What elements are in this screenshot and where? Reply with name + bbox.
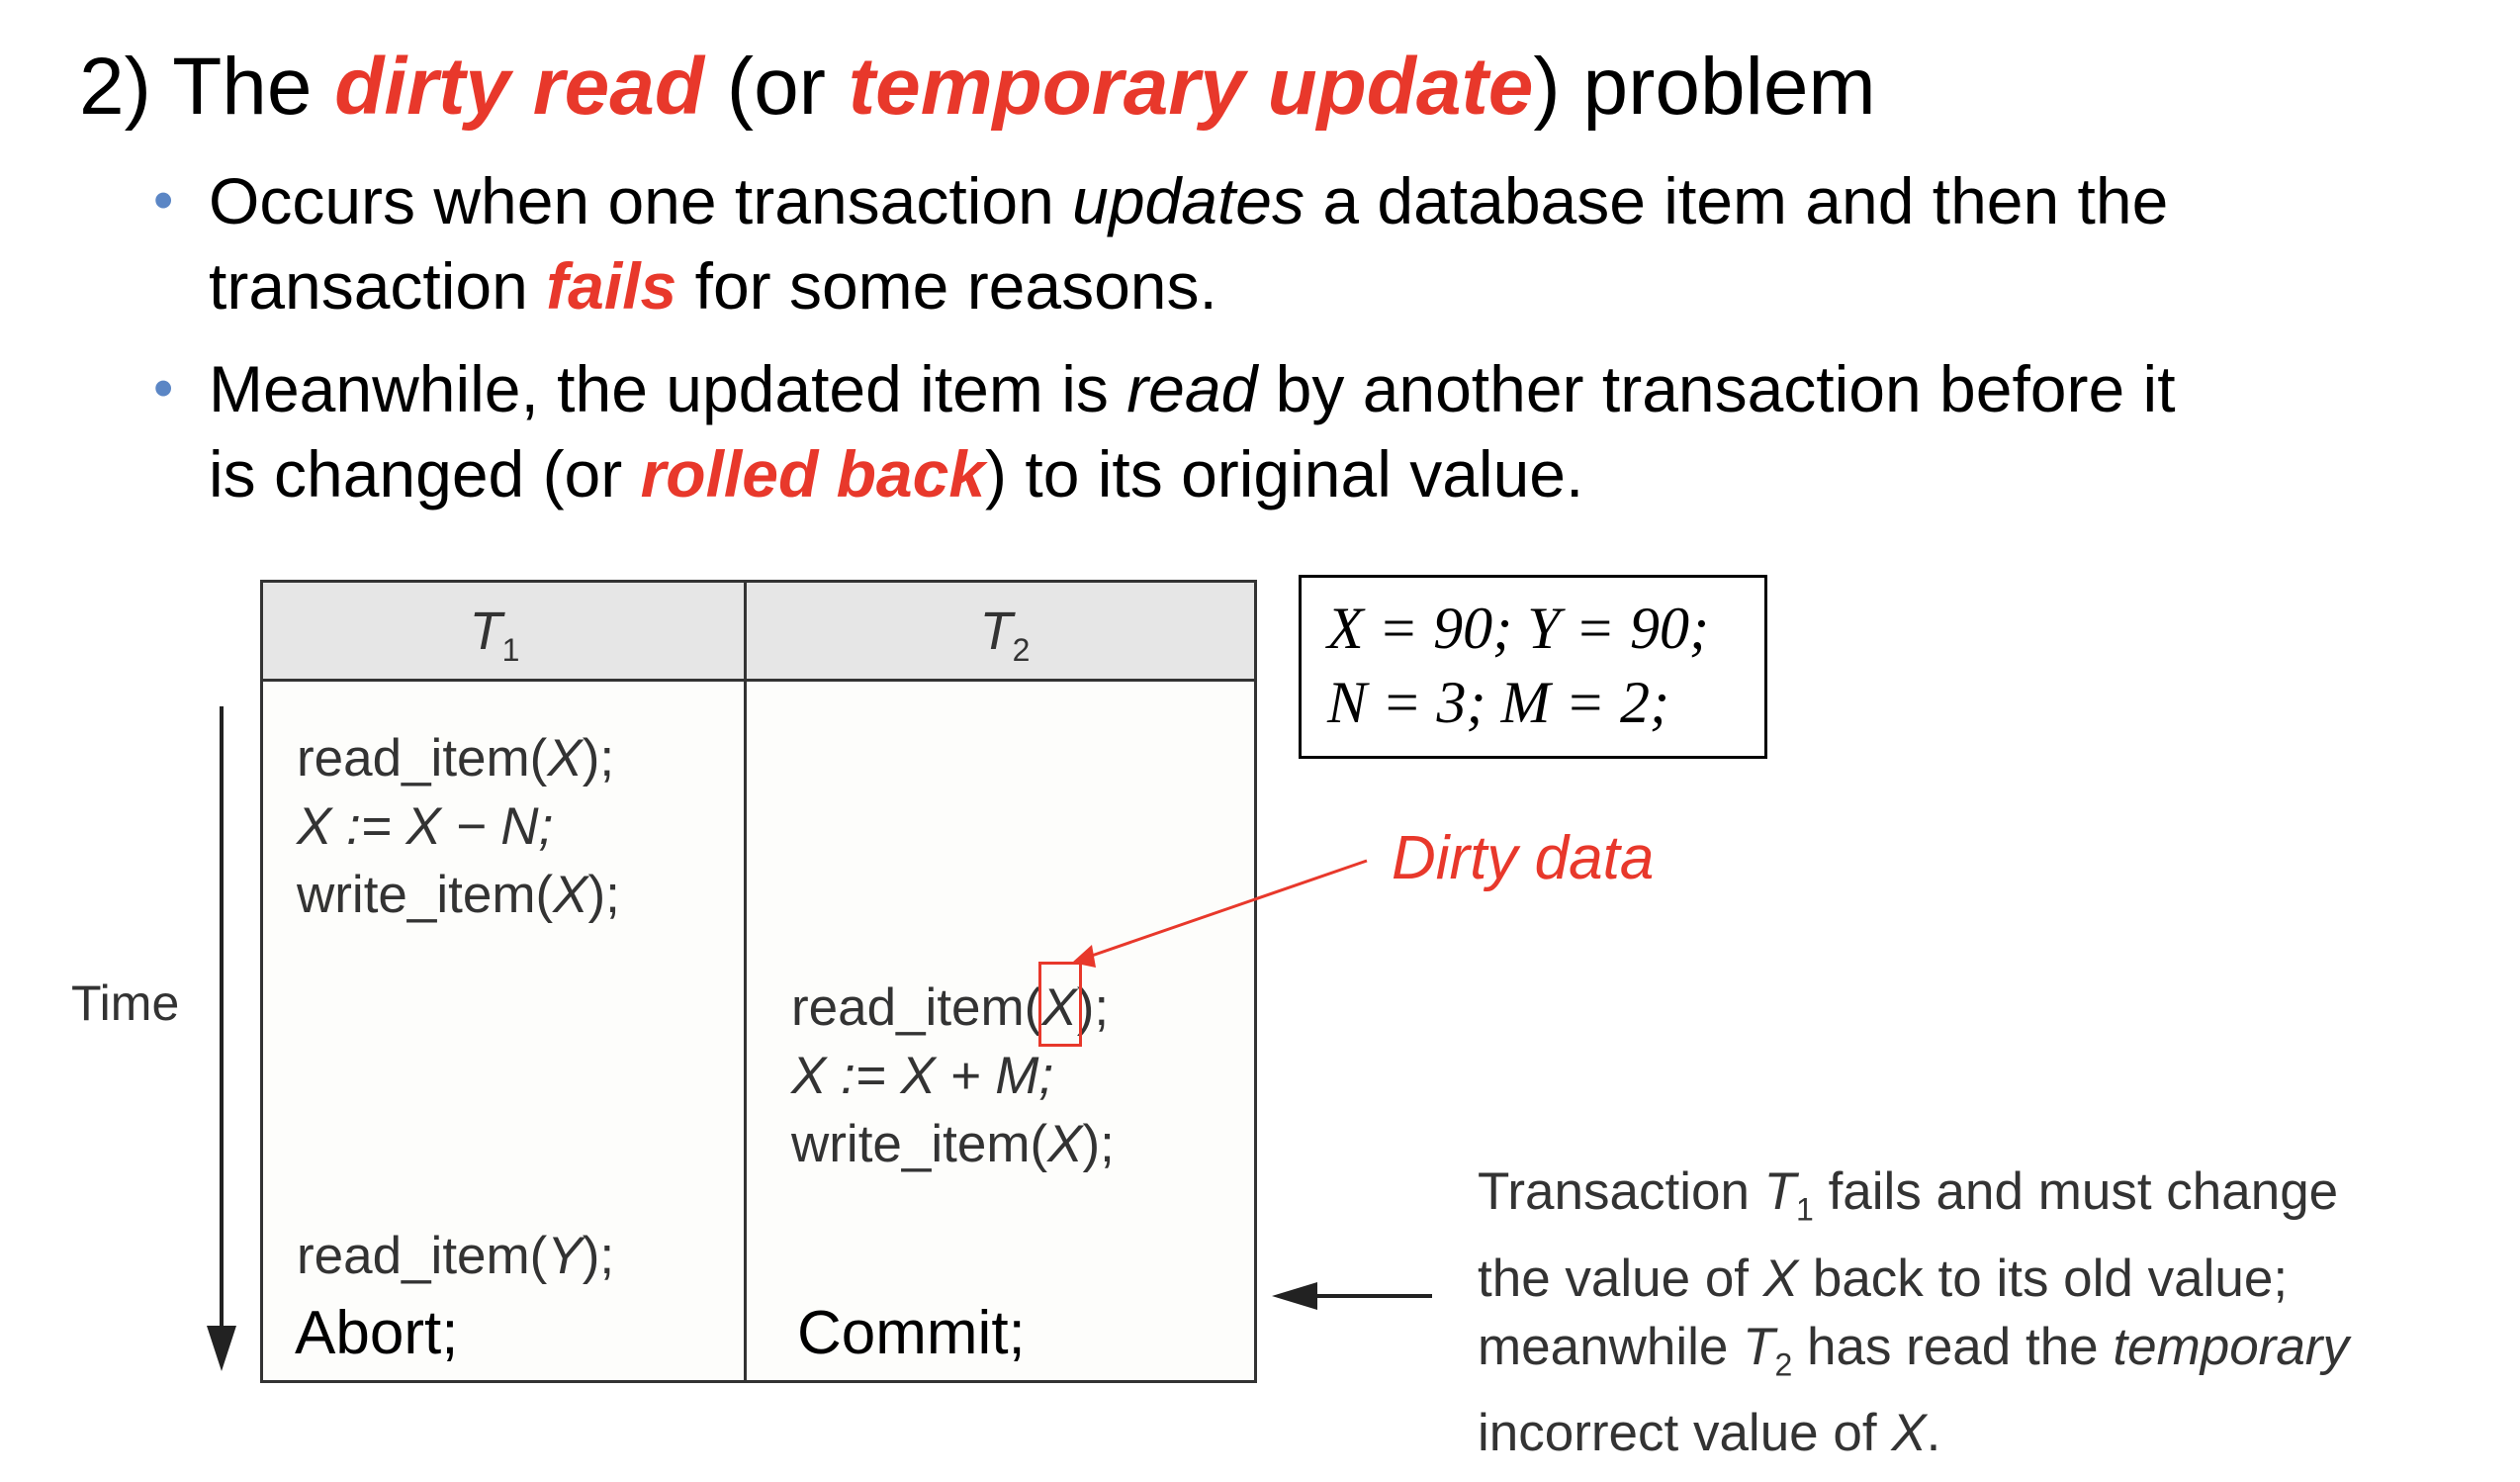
schedule-table-header (263, 583, 1254, 682)
initial-values-line2: N = 3; M = 2; (1327, 670, 1669, 735)
schedule-table: T1 T2 (260, 580, 1257, 1383)
bullet-dot: • (153, 356, 174, 420)
bullet-text: Occurs when one transaction updates a da… (209, 164, 2169, 323)
time-axis-label: Time (71, 975, 180, 1031)
title-number: 2) The (79, 42, 335, 132)
title-keyword-dirty-read: dirty read (334, 42, 704, 132)
initial-values-box: X = 90; Y = 90; N = 3; M = 2; (1299, 575, 1767, 759)
title-end: ) problem (1533, 42, 1876, 132)
column-divider (744, 583, 747, 1380)
commit-label: Commit; (797, 1299, 1026, 1367)
keyword-fails: fails (546, 249, 677, 323)
keyword-rolled-back: rolled back (640, 437, 986, 510)
time-arrow-shaft (220, 706, 224, 1328)
time-arrow-head (207, 1326, 236, 1371)
explanation-note: Transaction T1 fails and must change the… (1478, 1162, 2349, 1463)
abort-pointer-arrow-head (1272, 1282, 1317, 1310)
t2-operations-block: read_item(X); X := X + M; write_item(X); (791, 978, 1115, 1173)
abort-label: Abort; (295, 1299, 459, 1367)
title-keyword-temporary-update: temporary update (848, 42, 1534, 132)
dirty-data-arrow-head (1072, 945, 1096, 968)
bullet-text: Meanwhile, the updated item is read by a… (209, 352, 2176, 510)
dirty-data-arrow-line (1085, 859, 1368, 960)
t1-operations-block: read_item(X); X := X − N; write_item(X); (297, 729, 620, 924)
dirty-data-highlight-box (1038, 962, 1082, 1047)
t1-read-y: read_item(Y); (297, 1227, 615, 1285)
column-header-t2: T2 (979, 602, 1031, 668)
column-header-t1: T1 (469, 602, 520, 668)
bullet-dot: • (153, 168, 174, 232)
page-title: 2) The dirty read (or temporary update) … (79, 38, 1876, 137)
initial-values-line1: X = 90; Y = 90; (1327, 596, 1709, 661)
dirty-data-label: Dirty data (1392, 824, 1655, 892)
title-middle: (or (703, 42, 849, 132)
